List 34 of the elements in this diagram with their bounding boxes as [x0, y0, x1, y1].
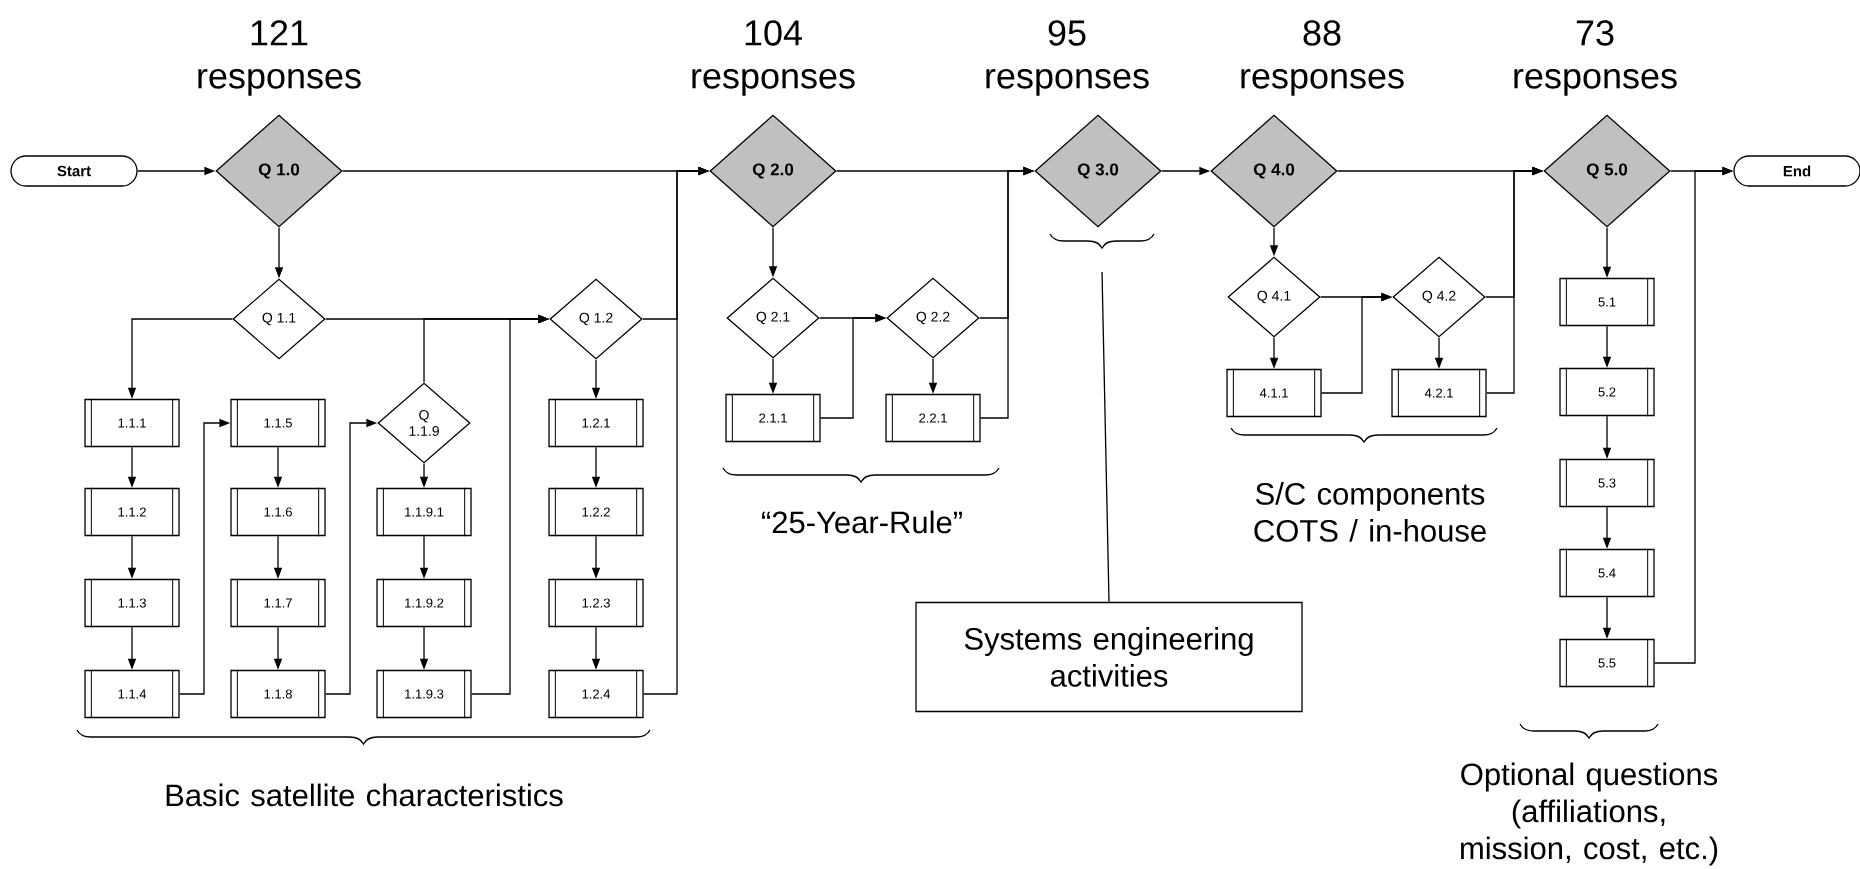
response-count: 95 responses: [986, 20, 1149, 96]
process-box: 1.1.4: [84, 669, 180, 719]
process-box: 1.1.1: [84, 398, 180, 448]
process-box: 1.1.2: [84, 487, 180, 537]
response-count: 121 responses: [198, 20, 361, 96]
process-box: 4.1.1: [1226, 368, 1322, 418]
brace-label: S/C components COTS / in-house: [1254, 482, 1486, 542]
process-box: 5.2: [1559, 367, 1655, 417]
process-box: 1.1.6: [230, 487, 326, 537]
brace-label: Basic satellite characteristics: [166, 783, 563, 807]
response-count: 88 responses: [1241, 20, 1404, 96]
process-box: 1.1.8: [230, 669, 326, 719]
process-box: 5.1: [1559, 277, 1655, 327]
process-box: 4.2.1: [1391, 368, 1487, 418]
process-box: 5.4: [1559, 548, 1655, 598]
text-box: Systems engineering activities: [915, 601, 1303, 713]
brace-label: Optional questions (affiliations, mission, cost, etc.): [1461, 762, 1718, 866]
process-box: 1.2.2: [548, 487, 644, 537]
process-box: 1.1.3: [84, 578, 180, 628]
process-box: 1.2.4: [548, 669, 644, 719]
process-box: 5.3: [1559, 458, 1655, 508]
process-box: 1.1.5: [230, 398, 326, 448]
process-box: 1.1.9.3: [376, 669, 472, 719]
process-box: 5.5: [1559, 638, 1655, 688]
process-box: 1.2.1: [548, 398, 644, 448]
process-box: 1.1.9.1: [376, 487, 472, 537]
process-box: 1.2.3: [548, 578, 644, 628]
process-box: 2.2.1: [885, 393, 981, 443]
response-count: 73 responses: [1514, 20, 1677, 96]
brace-label: “25-Year-Rule”: [762, 510, 962, 534]
process-box: 2.1.1: [725, 393, 821, 443]
process-box: 1.1.7: [230, 578, 326, 628]
process-box: 1.1.9.2: [376, 578, 472, 628]
leader-line: [1101, 271, 1110, 603]
